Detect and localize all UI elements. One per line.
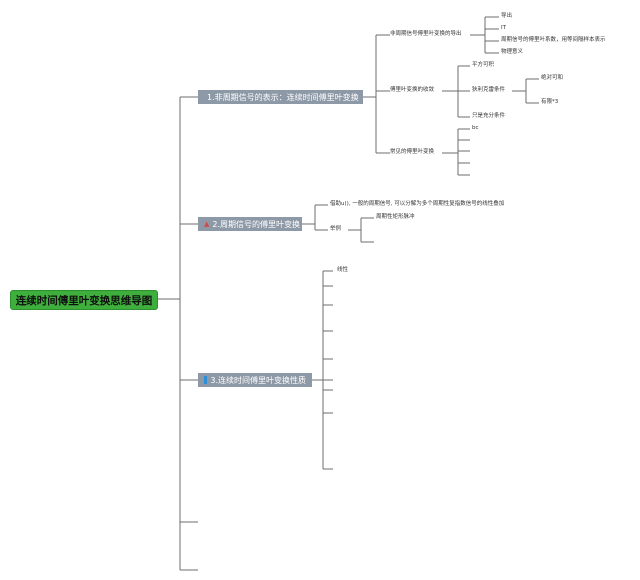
subtopic-derivation[interactable]: 非周期信号傅里叶变换的导出	[390, 31, 462, 37]
leaf-periodic-pulse[interactable]: 周期性矩形脉冲	[376, 214, 415, 220]
subtopic-examples[interactable]: 举例	[330, 226, 342, 232]
leaf-dirichlet[interactable]: 狄利克雷条件	[472, 87, 506, 93]
square-icon	[204, 376, 208, 384]
leaf-finite[interactable]: 有限*3	[541, 99, 559, 105]
topic-1[interactable]: 1.非周期信号的表示：连续时间傅里叶变换	[198, 90, 363, 104]
leaf-it[interactable]: IT	[501, 25, 506, 31]
warning-icon: ▲	[204, 220, 210, 228]
topic-3-label: 3.连续时间傅里叶变换性质	[210, 375, 306, 385]
subtopic-convergence[interactable]: 傅里叶变换的收敛	[390, 87, 435, 93]
topic-2-label: 2.周期信号的傅里叶变换	[212, 219, 301, 229]
leaf-square-integrable[interactable]: 平方可积	[472, 62, 495, 68]
leaf-absolutely-summable[interactable]: 绝对可和	[541, 75, 564, 81]
leaf-derive[interactable]: 导出	[501, 13, 513, 19]
subtopic-decomposition[interactable]: 借助u(), 一般的周期信号, 可以分解为多个周期性复指数信号的线性叠加	[330, 201, 505, 207]
leaf-sufficient-only[interactable]: 只是充分条件	[472, 113, 506, 119]
leaf-bc[interactable]: bc	[472, 125, 479, 131]
subtopic-common-transforms[interactable]: 常见的傅里叶变换	[390, 149, 435, 155]
topic-3[interactable]: 3.连续时间傅里叶变换性质	[198, 373, 312, 387]
root-topic[interactable]: 连续时间傅里叶变换思维导图	[10, 290, 158, 310]
leaf-physical-meaning[interactable]: 物理意义	[501, 49, 524, 55]
topic-1-label: 1.非周期信号的表示：连续时间傅里叶变换	[207, 92, 359, 102]
leaf-linearity[interactable]: 线性	[337, 267, 349, 273]
leaf-periodic-coeff[interactable]: 周期信号的傅里叶系数，用等间隔样本表示	[501, 37, 606, 43]
topic-2[interactable]: ▲ 2.周期信号的傅里叶变换	[198, 217, 302, 231]
